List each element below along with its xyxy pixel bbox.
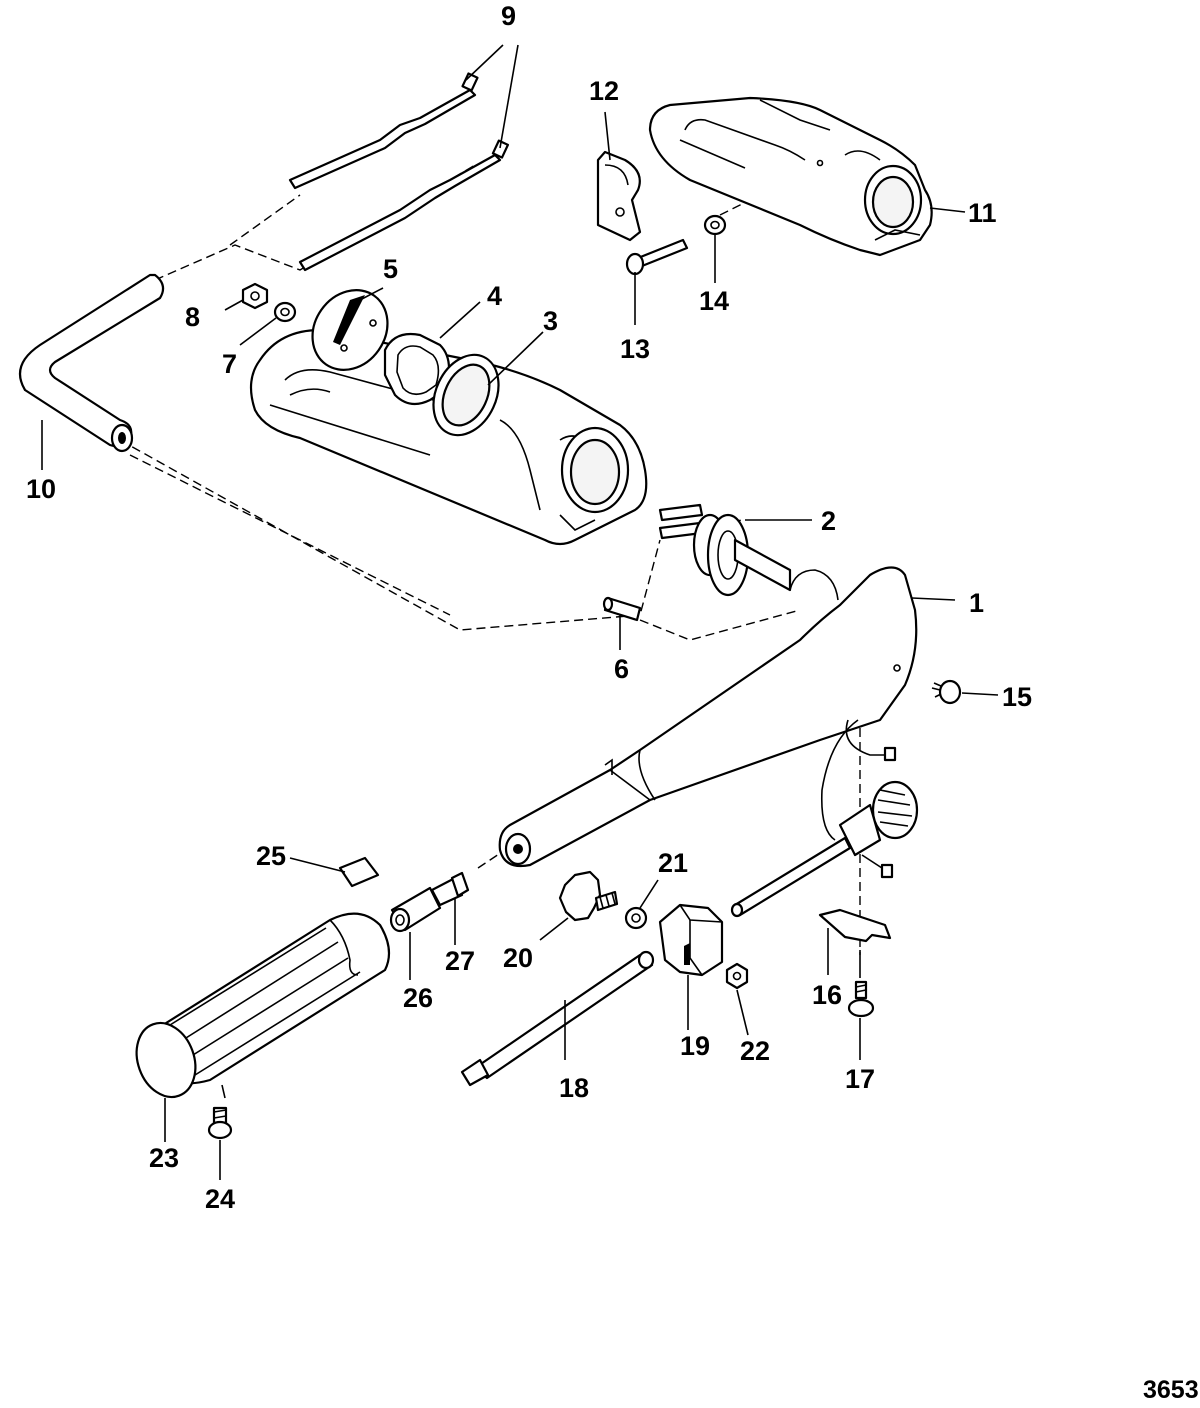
sleeve-part-26 [389, 886, 442, 933]
stud-part-6 [602, 596, 642, 622]
callout-12: 12 [589, 76, 619, 106]
screw-part-24 [207, 1106, 233, 1140]
callout-20: 20 [503, 943, 533, 973]
decal-part-25 [338, 856, 380, 888]
callout-1: 1 [969, 588, 984, 618]
knob-part-20 [558, 870, 619, 922]
washer-part-7 [273, 301, 297, 323]
callout-11: 11 [968, 198, 997, 228]
leader-lines [41, 44, 999, 1180]
callout-2: 2 [821, 506, 836, 536]
washer-part-21 [624, 906, 648, 930]
nut-part-22 [725, 962, 749, 990]
callout-4: 4 [487, 281, 502, 311]
callout-7: 7 [222, 349, 237, 379]
callout-21: 21 [658, 848, 688, 878]
plug-part-15 [931, 679, 962, 705]
callout-19: 19 [680, 1031, 710, 1061]
callout-15: 15 [1002, 682, 1032, 712]
callout-17: 17 [845, 1064, 875, 1094]
bracket-part-12 [596, 150, 642, 242]
callout-6: 6 [614, 654, 629, 684]
callout-26: 26 [403, 983, 433, 1013]
plate-part-16 [818, 908, 892, 943]
cables-part-9 [288, 72, 510, 272]
hose-part-10 [18, 273, 165, 453]
callout-3: 3 [543, 306, 558, 336]
twist-grip-part-23 [135, 912, 391, 1099]
bushing-part-2 [658, 503, 750, 597]
callout-10: 10 [26, 474, 56, 504]
rod-part-18 [460, 950, 655, 1087]
callout-22: 22 [740, 1036, 770, 1066]
fitting-part-27 [430, 871, 470, 907]
plate-part-5 [311, 289, 389, 371]
callout-18: 18 [559, 1073, 589, 1103]
tiller-arm-part-1 [498, 538, 918, 868]
callout-14: 14 [699, 286, 729, 316]
ring-part-3 [432, 353, 500, 437]
callout-27: 27 [445, 946, 475, 976]
screw-part-17 [847, 980, 875, 1018]
callout-9: 9 [501, 1, 516, 31]
nut-part-8 [241, 282, 269, 310]
callout-5: 5 [383, 254, 398, 284]
callout-16: 16 [812, 980, 842, 1010]
callout-24: 24 [205, 1184, 235, 1214]
figure-number: 3653 [1143, 1376, 1199, 1404]
callout-25: 25 [256, 841, 286, 871]
washer-part-14 [703, 214, 727, 236]
block-part-19 [658, 903, 724, 977]
callout-labels: 1 2 3 4 5 6 7 8 9 10 11 12 13 14 15 16 1… [26, 1, 1032, 1214]
housing-body [249, 328, 648, 546]
callout-23: 23 [149, 1143, 179, 1173]
callout-8: 8 [185, 302, 200, 332]
screw-part-13 [625, 238, 689, 276]
callout-13: 13 [620, 334, 650, 364]
housing-part-11 [648, 96, 933, 257]
throttle-shaft-assembly [730, 719, 919, 918]
